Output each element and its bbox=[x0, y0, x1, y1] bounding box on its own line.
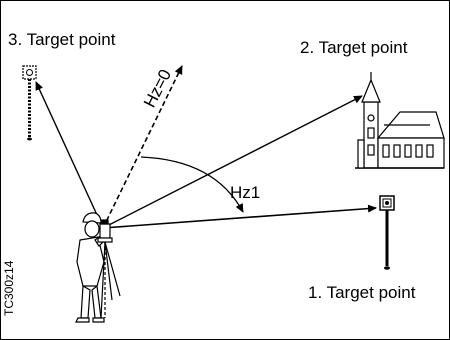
ray-target-3 bbox=[35, 81, 104, 229]
hz1-label: Hz1 bbox=[230, 183, 261, 202]
target-1-prism-icon bbox=[379, 195, 395, 270]
target-3-prism-icon bbox=[22, 65, 37, 141]
ray-target-1 bbox=[102, 204, 377, 229]
target-3-label: 3. Target point bbox=[8, 30, 116, 49]
figure-code-label: TC300z14 bbox=[2, 260, 16, 316]
target-1-label: 1. Target point bbox=[308, 283, 416, 302]
church-icon bbox=[355, 72, 445, 169]
ray-hz0-reference bbox=[102, 65, 183, 229]
hz1-angle-arc bbox=[140, 156, 244, 213]
target-2-label: 2. Target point bbox=[300, 38, 408, 57]
ray-target-2 bbox=[102, 95, 363, 229]
total-station-icon bbox=[97, 219, 121, 319]
